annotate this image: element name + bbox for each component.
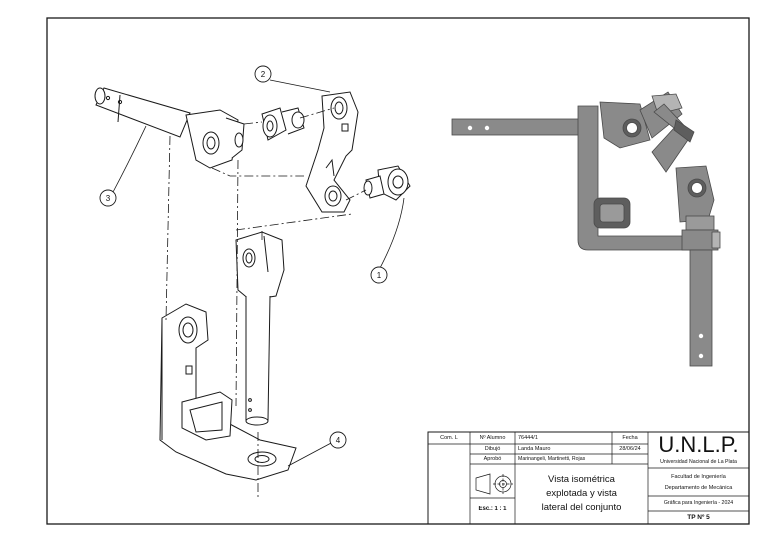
drawing-frame xyxy=(46,17,750,525)
callout-4-number: 4 xyxy=(336,436,341,445)
drawing-title: Vista isométrica explotada y vista later… xyxy=(515,473,648,515)
callout-4 xyxy=(329,431,347,449)
title-block-grid xyxy=(427,431,750,525)
pin-upper xyxy=(261,107,305,141)
tp-number: TP Nº 5 xyxy=(687,514,710,521)
aprobo-label: Aprobó xyxy=(483,456,502,462)
com-label: Com. L xyxy=(440,435,458,441)
fecha-value: 28/06/24 xyxy=(619,446,641,452)
rendered-side-view xyxy=(451,91,721,367)
callout-3 xyxy=(99,189,117,207)
callout-leaders xyxy=(111,79,405,467)
unlp-logo-text: U.N.L.P. xyxy=(658,432,739,457)
alumno-label: Nº Alumno xyxy=(479,435,506,441)
escala-value: Esc.: 1 : 1 xyxy=(478,506,507,512)
drawing-title-line-2: explotada y vista xyxy=(546,488,617,499)
part-4-bracket xyxy=(159,303,297,481)
course-name: Gráfica para Ingeniería - 2024 xyxy=(663,500,734,506)
part-3-long-rod xyxy=(94,87,245,169)
callout-2 xyxy=(254,65,272,83)
part-1-pin xyxy=(363,165,411,201)
callout-1-number: 1 xyxy=(377,271,382,280)
facultad-name: Facultad de Ingeniería xyxy=(671,474,726,480)
fecha-label: Fecha xyxy=(622,435,638,441)
callout-1 xyxy=(370,266,388,284)
dibujo-value: Landa Mauro xyxy=(518,446,551,452)
assembly-axis-lines xyxy=(165,107,367,500)
render-vertical-rod xyxy=(689,249,713,367)
alumno-value: 76444/1 xyxy=(518,435,538,441)
drawing-title-line-1: Vista isométrica xyxy=(548,474,615,485)
departamento-name: Departamento de Mecánica xyxy=(664,485,733,491)
dibujo-label: Dibujó xyxy=(484,446,501,452)
callout-2-number: 2 xyxy=(261,70,266,79)
render-bracket xyxy=(577,105,691,251)
part-fork-rod xyxy=(235,231,285,426)
universidad-name: Universidad Nacional de La Plata xyxy=(660,459,737,465)
part-2-bent-link xyxy=(305,91,359,213)
drawing-title-line-3: lateral del conjunto xyxy=(541,502,622,513)
projection-symbol-icon xyxy=(475,473,491,495)
exploded-isometric-view xyxy=(94,87,411,500)
aprobo-value: Marinangeli, Martinetti, Rojas xyxy=(518,456,586,462)
callout-3-number: 3 xyxy=(106,194,111,203)
callout-circles xyxy=(99,65,388,449)
